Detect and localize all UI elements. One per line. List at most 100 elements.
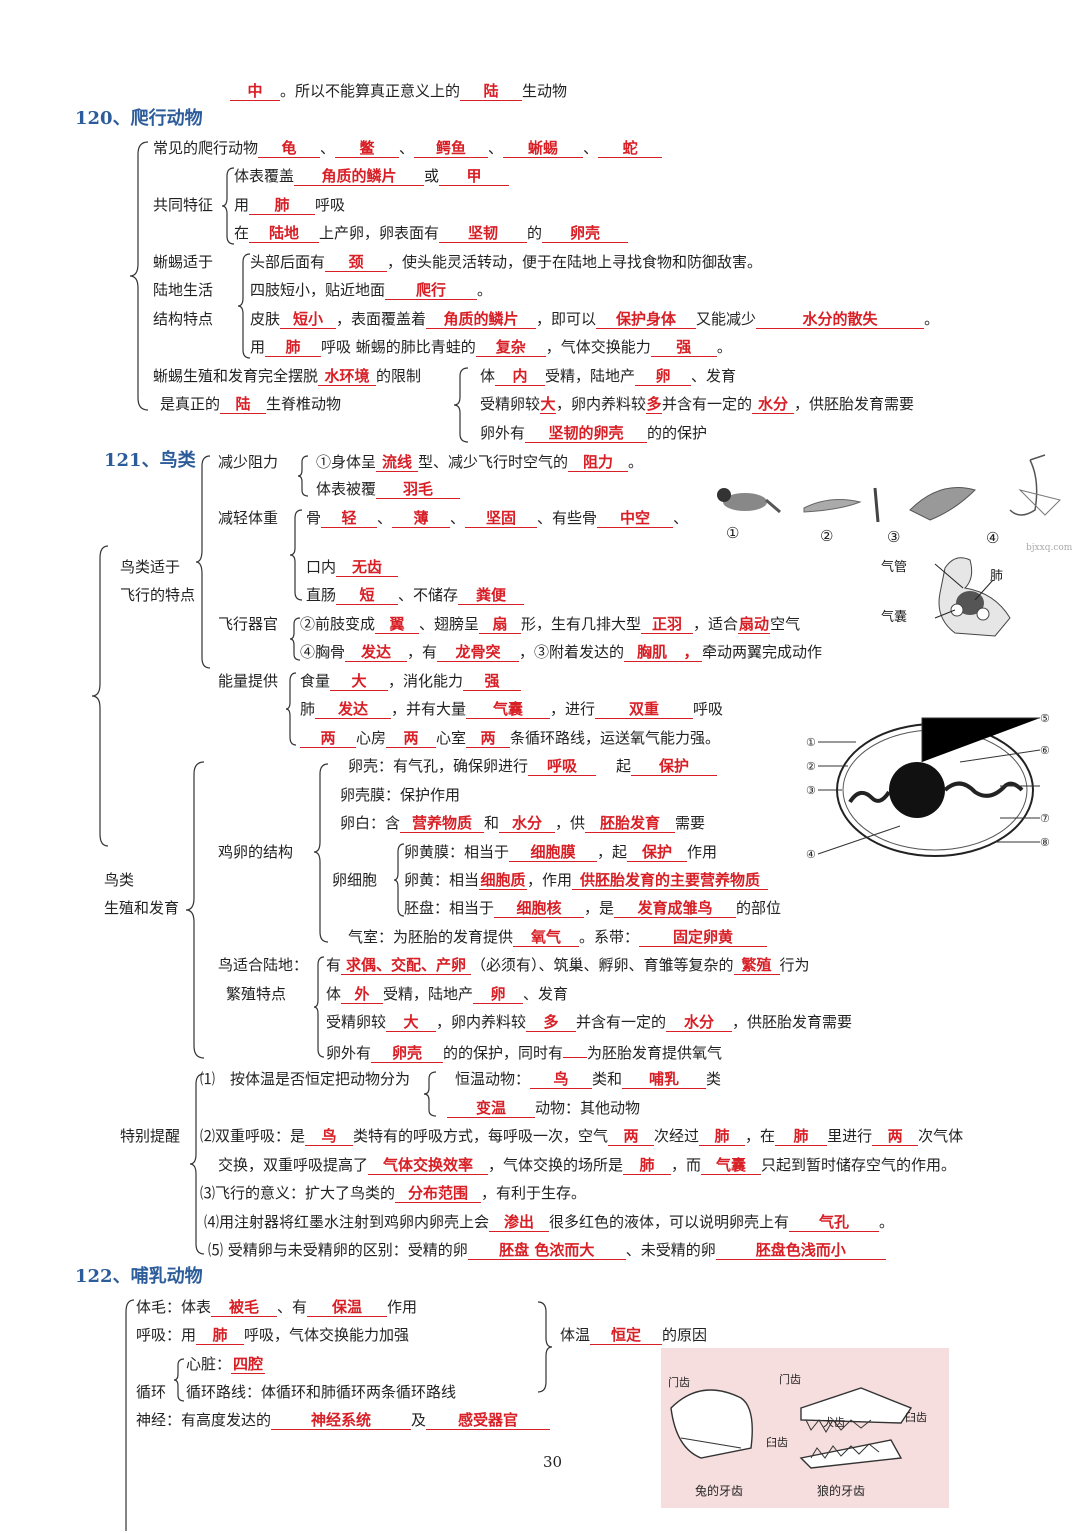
breath-line: 用肺呼吸 — [234, 196, 346, 215]
egg-white-line: 卵白：含营养物质和水分，供胚胎发育需要 — [340, 814, 706, 833]
energy-line-3: 两心房两心室两条循环路线，运送氧气能力强。 — [300, 728, 720, 748]
bracket-organ — [289, 617, 301, 661]
shared-features-label: 共同特征 — [153, 196, 214, 214]
lizard-repro-1: 蜥蜴生殖和发育完全摆脱水环境的限制 — [153, 367, 422, 386]
trachea-label: 气管 — [881, 560, 908, 575]
section-title-birds: 121、鸟类 — [104, 450, 196, 471]
egg-num-6: ⑥ — [1040, 744, 1050, 757]
bracket-weight — [289, 509, 303, 601]
lizard-repro-line-1: 体内受精，陆地产卵、发育 — [480, 367, 737, 386]
lizard-label-2: 陆地生活 — [153, 281, 214, 299]
energy-line-2: 肺发达，并有大量气囊，进行双重呼吸 — [300, 700, 724, 719]
fly-label-2: 飞行的特点 — [120, 586, 196, 604]
lung-label: 肺 — [990, 569, 1004, 584]
weight-label: 减轻体重 — [218, 509, 279, 527]
tip-1-warm: 恒温动物：鸟类和哺乳类 — [455, 1070, 722, 1089]
energy-label: 能量提供 — [218, 672, 279, 690]
teeth-drawing — [670, 1387, 913, 1469]
egg-cell-label: 卵细胞 — [332, 871, 378, 889]
lizard-repro-2: 是真正的陆生脊椎动物 — [160, 395, 342, 414]
lizard-line-3: 皮肤短小，表面覆盖着角质的鳞片，即可以保护身体又能减少水分的散失。 — [250, 310, 940, 329]
rabbit-molar-label: 臼齿 — [766, 1436, 788, 1449]
bracket-energy — [285, 672, 297, 746]
bracket-reptiles — [129, 141, 149, 411]
wolf-teeth-caption: 狼的牙齿 — [817, 1484, 866, 1498]
tip-label: 特别提醒 — [120, 1127, 181, 1145]
bracket-egg-cell — [393, 843, 405, 917]
wolf-incisor-label: 门齿 — [779, 1373, 801, 1386]
egg-cell-line-1: 卵黄膜：相当于细胞膜，起保护作用 — [404, 843, 718, 862]
land-line-2: 体外受精，陆地产卵、发育 — [326, 985, 569, 1004]
land-label-1: 鸟适合陆地： — [218, 956, 309, 974]
lizard-line-2: 四肢短小，贴近地面爬行。 — [250, 281, 493, 300]
egg-cell-line-3: 胚盘：相当于细胞核，是发育成雏鸟的部位 — [404, 899, 782, 918]
teeth-diagram — [661, 1348, 949, 1508]
weight-line-3: 直肠短、不储存粪便 — [306, 585, 525, 605]
rabbit-teeth-caption: 兔的牙齿 — [695, 1484, 744, 1498]
egg-num-2: ② — [806, 760, 816, 773]
egg-num-3: ③ — [806, 784, 816, 797]
watermark: bjxxq.com — [1026, 543, 1073, 553]
air-sac-label: 气囊 — [881, 610, 908, 625]
organ-line-1: ②前肢变成翼、翅膀呈扇形，生有几排大型正羽，适合扇动空气 — [300, 615, 801, 634]
repro-label-2: 生殖和发育 — [104, 899, 180, 917]
fly-label-1: 鸟类适于 — [120, 558, 181, 576]
pigeon-lung-diagram — [934, 557, 1011, 637]
lizard-repro-line-2: 受精卵较大，卵内养料较多并含有一定的水分，供胚胎发育需要 — [480, 395, 915, 414]
repro-label-1: 鸟类 — [104, 871, 135, 889]
common-reptiles: 常见的爬行动物龟、鳖、鳄鱼、蜥蜴、蛇 — [153, 138, 663, 158]
answer-blank: 陆 — [460, 82, 523, 101]
organ-line-2: ④胸骨发达，有龙骨突，③附着发达的胸肌，牵动两翼完成动作 — [300, 643, 823, 662]
resp-line: 呼吸：用肺呼吸，气体交换能力加强 — [136, 1326, 410, 1345]
organ-label: 飞行器官 — [218, 615, 279, 633]
page-number: 30 — [543, 1453, 563, 1471]
bird-label-2: ② — [820, 527, 834, 545]
hair-line: 体毛：体表被毛、有保温作用 — [136, 1298, 418, 1317]
lizard-label-3: 结构特点 — [153, 310, 214, 328]
drag-label: 减少阻力 — [218, 453, 279, 471]
weight-line-1: 骨轻、薄、坚固、有些骨中空、 — [306, 509, 689, 528]
bracket-repro — [185, 761, 205, 1059]
egg-num-1: ① — [806, 736, 816, 749]
egg-num-5: ⑤ — [1040, 712, 1050, 725]
top-line: 中。所以不能算真正意义上的陆生动物 — [230, 81, 567, 101]
egg-num-4: ④ — [806, 848, 816, 861]
section-title-reptiles: 120、爬行动物 — [75, 108, 203, 129]
bracket-tips — [189, 1073, 205, 1255]
bird-photo-1 — [717, 488, 781, 514]
bracket-lizard — [237, 253, 251, 359]
tip-3: ⑶飞行的意义：扩大了鸟类的分布范围，有利于生存。 — [200, 1184, 587, 1203]
tip-2: ⑵双重呼吸：是鸟类特有的呼吸方式，每呼吸一次，空气两次经过肺，在肺里进行两次气体 — [200, 1127, 964, 1146]
drag-line-1: ①身体呈流线型、减少飞行时空气的阻力。 — [316, 453, 644, 472]
wolf-molar-label: 臼齿 — [905, 1411, 927, 1424]
lizard-line-1: 头部后面有颈，使头能灵活转动，便于在陆地上寻找食物和防御敌害。 — [250, 253, 763, 272]
bracket-mammals — [125, 1299, 135, 1531]
egg-num-7: ⑦ — [1040, 812, 1050, 825]
rabbit-incisor-label: 门齿 — [668, 1376, 690, 1389]
egg-line: 在陆地上产卵，卵表面有坚韧的卵壳 — [234, 223, 629, 243]
weight-line-2: 口内无齿 — [306, 557, 399, 577]
bracket-drag — [297, 455, 309, 497]
drag-line-2: 体表被覆羽毛 — [316, 479, 461, 499]
bird-skeleton-illustration — [717, 454, 1061, 523]
wolf-canine-label: 犬齿 — [823, 1416, 845, 1429]
circulation-label: 循环 — [136, 1383, 167, 1401]
egg-num-8: ⑧ — [1040, 836, 1050, 849]
tip-4: ⑷用注射器将红墨水注射到鸡卵内卵壳上会渗出很多红色的液体，可以说明卵壳上有气孔。 — [204, 1213, 895, 1232]
answer-blank: 中 — [230, 82, 280, 101]
bracket-temperature — [537, 1301, 553, 1393]
bird-label-3: ③ — [887, 528, 901, 546]
land-line-1: 有求偶、交配、产卵（必须有）、筑巢、孵卵、育雏等复杂的繁殖行为 — [326, 956, 810, 975]
tip-1-cold: 变温动物：其他动物 — [447, 1098, 640, 1118]
land-line-4: 卵外有卵壳的的保护，同时有为胚胎发育提供氧气 — [326, 1041, 722, 1063]
egg-structure-diagram — [817, 717, 1041, 857]
bracket-egg — [313, 763, 329, 943]
heart-line: 心脏：四腔 — [186, 1355, 266, 1374]
bird-label-4: ④ — [986, 529, 1000, 547]
skin-line: 体表覆盖角质的鳞片或甲 — [234, 166, 510, 186]
lizard-repro-line-3: 卵外有坚韧的卵壳的的保护 — [480, 424, 708, 443]
shell-membrane-line: 卵壳膜：保护作用 — [340, 786, 461, 804]
bracket-fly — [195, 455, 211, 669]
bracket-birds-outer — [91, 545, 109, 847]
land-label-2: 繁殖特点 — [226, 985, 287, 1003]
